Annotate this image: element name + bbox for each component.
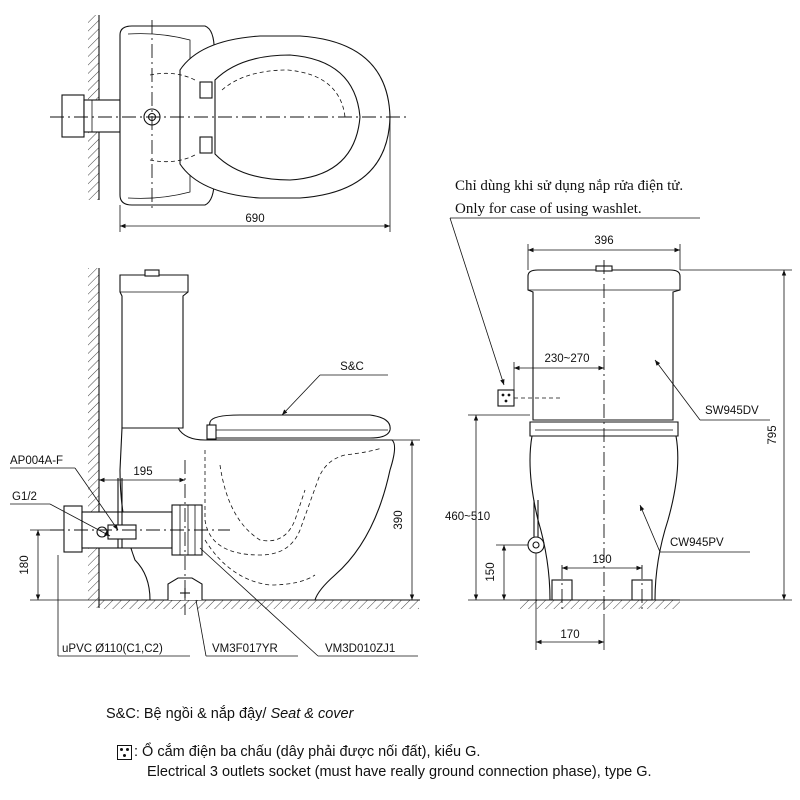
vm3d-leader	[199, 547, 319, 657]
side-view-hinge	[206, 424, 217, 440]
sw945dv-leader	[654, 359, 701, 421]
washlet-note-leader	[449, 217, 505, 386]
side-view-floor-hatch	[99, 600, 419, 609]
dim-230-270-label: 230~270	[544, 353, 589, 365]
dim-396-label: 396	[594, 235, 613, 247]
upvc-label: uPVC Ø110(C1,C2)	[62, 643, 163, 655]
g12-label: G1/2	[12, 491, 37, 503]
front-view-floor-hatch	[520, 600, 680, 609]
side-view-trap	[204, 447, 383, 556]
top-view: 690	[50, 15, 410, 232]
dim-190-label: 190	[592, 554, 611, 566]
top-view-hinge-lower	[199, 136, 213, 154]
dim-390-label: 390	[393, 510, 405, 529]
cw945pv-label: CW945PV	[670, 537, 724, 549]
vm3f-label: VM3F017YR	[212, 643, 278, 655]
top-view-pipe-flange	[61, 94, 85, 138]
side-view-flush-button	[144, 269, 160, 277]
dim-170-label: 170	[560, 629, 579, 641]
sc-leader	[281, 374, 321, 416]
side-view-seat-cover	[209, 414, 391, 439]
side-view-bowl	[119, 427, 396, 601]
top-view-seat-inner	[214, 54, 361, 181]
front-view-angle-valve	[527, 536, 545, 554]
dim-690-label: 690	[245, 213, 264, 225]
dim-795-label: 795	[767, 425, 779, 444]
side-view-wall-hatch	[88, 268, 99, 608]
cw945pv-leader	[639, 504, 661, 553]
dim-150-label: 150	[485, 562, 497, 581]
washlet-note-vi: Chỉ dùng khi sử dụng nắp rửa điện tử.	[455, 178, 683, 194]
g12-leader	[49, 503, 111, 537]
side-view-tank	[119, 274, 189, 429]
sc-label: S&C	[340, 361, 364, 373]
dim-460-510-label: 460~510	[445, 511, 490, 523]
side-view-angle-valve	[107, 524, 137, 540]
electrical-socket-icon	[497, 389, 515, 407]
vm3d-label: VM3D010ZJ1	[325, 643, 395, 655]
ap004af-label: AP004A-F	[10, 455, 63, 467]
front-view: Chỉ dùng khi sử dụng nắp rửa điện tử. On…	[445, 178, 792, 650]
top-view-pipe	[83, 99, 121, 133]
side-view: 195 390 180 S&C AP004A-F G1/2 uPVC Ø110(…	[10, 268, 420, 657]
dim-195-label: 195	[133, 466, 152, 478]
ap004af-leader	[74, 467, 119, 531]
vm3f-leader	[195, 599, 207, 657]
sw945dv-label: SW945DV	[705, 405, 759, 417]
washlet-note-en: Only for case of using washlet.	[455, 201, 642, 217]
top-view-hinge-upper	[199, 81, 213, 99]
dim-180-label: 180	[19, 555, 31, 574]
